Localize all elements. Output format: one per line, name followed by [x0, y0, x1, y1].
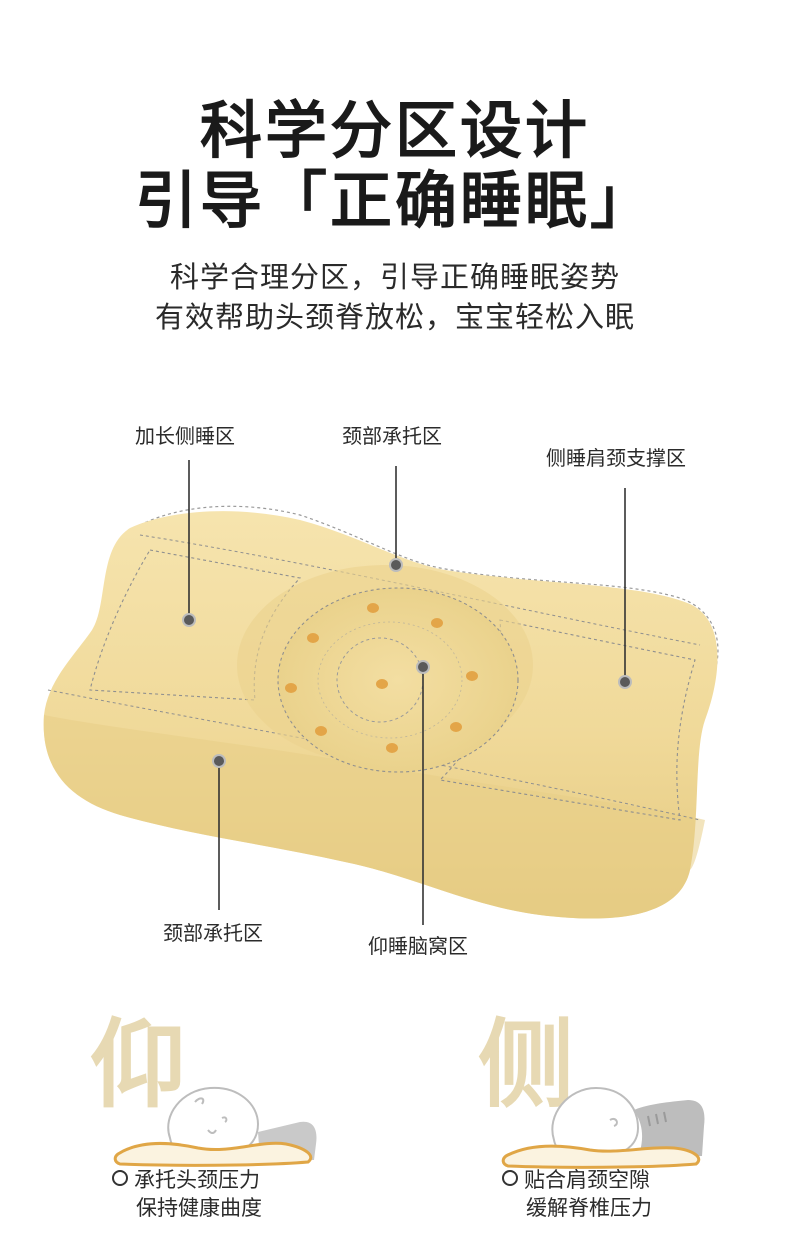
callout-neck-support-bottom: 颈部承托区: [163, 921, 263, 945]
pillow-icon: [113, 1141, 313, 1167]
baby-body-icon: [634, 1100, 705, 1158]
intro-line-1: 科学合理分区，引导正确睡眠姿势: [169, 260, 620, 294]
benefit-back-line-1: 承托头颈压力: [134, 1168, 260, 1192]
callout-head-nest-zone: 仰睡脑窝区: [368, 934, 468, 958]
headline-line-1: 科学分区设计: [199, 94, 590, 167]
pillow-icon: [501, 1144, 701, 1169]
baby-head-icon: [551, 1086, 640, 1155]
ghost-char-back: 仰: [90, 1008, 186, 1121]
callout-shoulder-neck-zone: 侧睡肩颈支撑区: [546, 446, 686, 470]
callout-neck-support-top: 颈部承托区: [342, 424, 442, 448]
pillow-outline-dashed: [139, 505, 719, 681]
benefit-side-sleep: 贴合肩颈空隙 缓解脊椎压力: [502, 1166, 652, 1222]
head-nest-circle: [277, 587, 519, 773]
circle-bullet-icon: [112, 1170, 128, 1186]
pose-back-sleep: 仰: [90, 1010, 330, 1170]
air-holes: [285, 603, 478, 753]
callout-side-sleep-zone: 加长侧睡区: [135, 424, 235, 448]
benefit-back-sleep: 承托头颈压力 保持健康曲度: [112, 1166, 262, 1222]
bottom-seam: [47, 689, 701, 821]
ghost-char-side: 侧: [478, 1008, 574, 1121]
callout-lines: [188, 460, 626, 925]
callout-markers: [182, 558, 632, 768]
pose-side-sleep: 侧: [478, 1010, 718, 1170]
back-sleep-illustration: [113, 1086, 317, 1167]
pillow-zone-diagram: [43, 460, 719, 925]
side-sleep-illustration: [501, 1086, 705, 1169]
right-zone-stitch: [438, 619, 696, 821]
pillow-front-shade: [43, 715, 705, 919]
head-nest-mid: [317, 621, 463, 739]
baby-head-icon: [167, 1086, 260, 1153]
benefit-back-line-2: 保持健康曲度: [136, 1196, 262, 1220]
headline-line-2: 引导「正确睡眠」: [134, 164, 655, 237]
benefit-side-line-1: 贴合肩颈空隙: [524, 1168, 650, 1192]
intro-line-2: 有效帮助头颈脊放松，宝宝轻松入眠: [154, 300, 635, 334]
circle-bullet-icon: [502, 1170, 518, 1186]
benefit-side-line-2: 缓解脊椎压力: [526, 1196, 652, 1220]
